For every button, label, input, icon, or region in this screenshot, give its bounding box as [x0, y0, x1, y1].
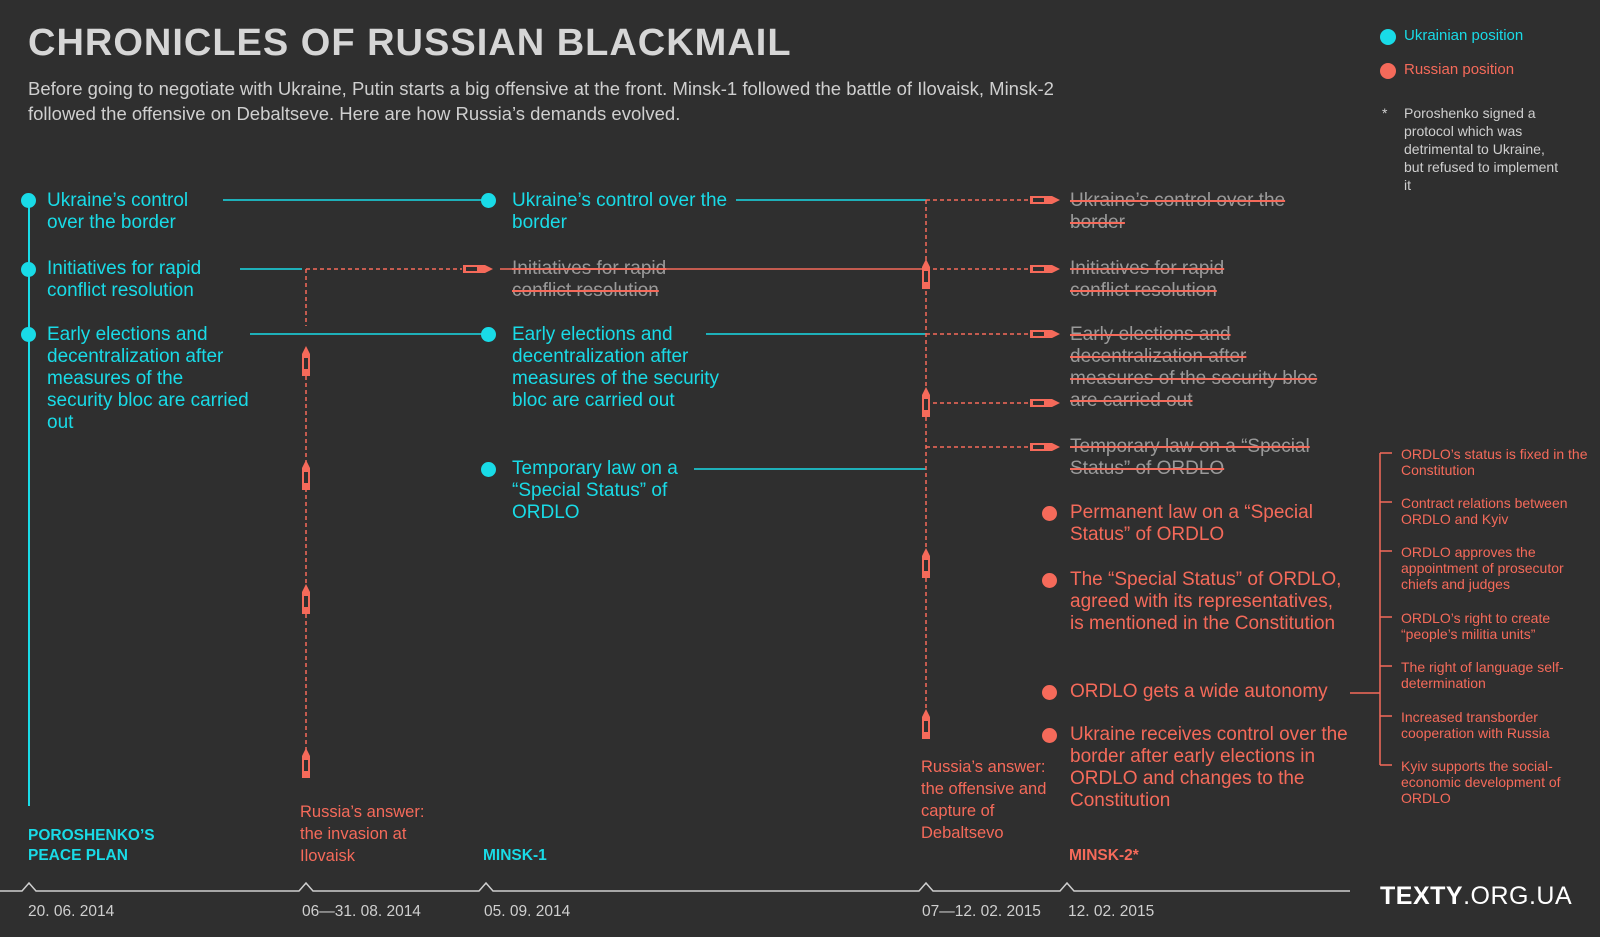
page-title: CHRONICLES OF RUSSIAN BLACKMAIL	[28, 22, 792, 64]
timeline-date: 06—31. 08. 2014	[302, 903, 421, 920]
timeline-label-ilovaisk: Russia’s answer: the invasion at Ilovais…	[300, 803, 425, 865]
autonomy-detail: ORDLO approves the appointment of prosec…	[1401, 544, 1564, 592]
footnote-asterisk: *	[1382, 105, 1388, 121]
minsk2-struck-elections: Early elections and decentralization aft…	[1070, 324, 1318, 411]
bullet-icon	[922, 548, 930, 578]
autonomy-detail: ORDLO’s right to create “people’s militi…	[1401, 610, 1551, 642]
position-dot	[1042, 728, 1057, 743]
timeline-date: 07—12. 02. 2015	[922, 903, 1041, 920]
bullet-icon	[302, 584, 310, 614]
footnote-text: Poroshenko signed a protocol which was d…	[1404, 105, 1559, 193]
brand-bold: TEXTY	[1380, 882, 1464, 910]
autonomy-detail: Kyiv supports the social-economic develo…	[1401, 758, 1561, 806]
position-dot	[481, 327, 496, 342]
position-dot	[1042, 685, 1057, 700]
position-dot	[21, 327, 36, 342]
minsk1-item-border: Ukraine’s control over the border	[512, 190, 728, 233]
position-dot	[1042, 573, 1057, 588]
bullet-icon	[922, 259, 930, 289]
position-dot	[21, 193, 36, 208]
minsk1-item-initiatives: Initiatives for rapid conflict resolutio…	[512, 258, 667, 301]
brand-logo[interactable]: TEXTY.ORG.UA	[1380, 882, 1572, 911]
brand-rest: .ORG.UA	[1463, 882, 1573, 910]
timeline-label-peace-plan: POROSHENKO’S PEACE PLAN	[28, 827, 155, 864]
timeline-label-debaltsevo: Russia’s answer: the offensive and captu…	[921, 758, 1047, 842]
timeline-axis	[0, 881, 1350, 892]
minsk1-item-temporary-law: Temporary law on a “Special Status” of O…	[512, 458, 678, 523]
legend-ukrainian: Ukrainian position	[1404, 27, 1524, 44]
russian-legend-dot	[1380, 63, 1396, 79]
peace-item-initiatives: Initiatives for rapid conflict resolutio…	[47, 258, 202, 301]
autonomy-detail: ORDLO’s status is fixed in the Constitut…	[1401, 446, 1588, 478]
peace-item-elections: Early elections and decentralization aft…	[47, 324, 249, 433]
position-dot	[21, 262, 36, 277]
bullet-icon	[922, 709, 930, 739]
timeline-label-minsk1: MINSK-1	[483, 847, 547, 864]
minsk2-item-permanent-law: Permanent law on a “Special Status” of O…	[1070, 502, 1313, 545]
page-subtitle: Before going to negotiate with Ukraine, …	[28, 78, 1054, 124]
ukrainian-legend-dot	[1380, 29, 1396, 45]
timeline-date: 20. 06. 2014	[28, 903, 115, 920]
peace-item-border: Ukraine’s control over the border	[47, 190, 189, 233]
position-dot	[481, 462, 496, 477]
bullet-icon	[302, 748, 310, 778]
minsk2-struck-initiatives: Initiatives for rapid conflict resolutio…	[1070, 258, 1225, 301]
minsk2-item-border-control: Ukraine receives control over the border…	[1070, 724, 1348, 811]
position-dot	[481, 193, 496, 208]
position-dot	[1042, 506, 1057, 521]
legend-russian: Russian position	[1404, 61, 1515, 78]
bullet-icon	[302, 346, 310, 376]
minsk2-item-wide-autonomy: ORDLO gets a wide autonomy	[1070, 681, 1328, 702]
bullet-icon	[922, 387, 930, 417]
timeline-date: 05. 09. 2014	[484, 903, 571, 920]
bullet-icon	[302, 460, 310, 490]
minsk2-item-special-status: The “Special Status” of ORDLO, agreed wi…	[1070, 569, 1342, 634]
minsk1-item-elections: Early elections and decentralization aft…	[512, 324, 719, 411]
minsk2-struck-border: Ukraine’s control over the border	[1070, 190, 1286, 233]
autonomy-detail: Contract relations between ORDLO and Kyi…	[1401, 495, 1568, 527]
timeline-date: 12. 02. 2015	[1068, 903, 1155, 920]
autonomy-detail: The right of language self-determination	[1401, 659, 1564, 691]
timeline-label-minsk2: MINSK-2*	[1069, 847, 1139, 864]
autonomy-detail: Increased transborder cooperation with R…	[1401, 709, 1550, 741]
minsk2-struck-temporary-law: Temporary law on a “Special Status” of O…	[1070, 436, 1310, 479]
